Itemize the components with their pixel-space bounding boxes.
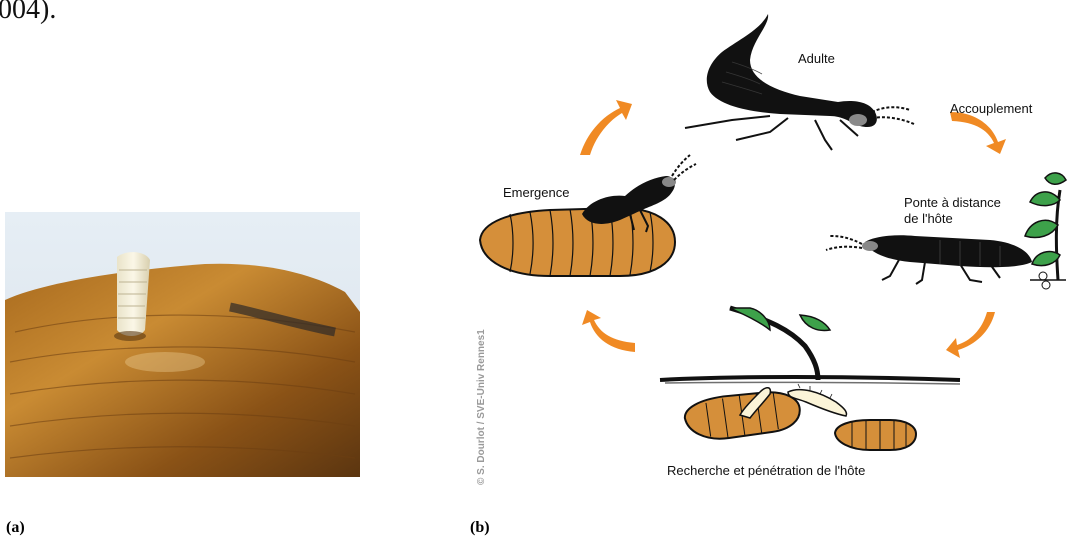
- emergence-pupa: [480, 208, 675, 276]
- life-cycle-diagram: [470, 0, 1070, 500]
- cycle-arrow-top-left: [580, 100, 632, 155]
- caption-a: (a): [6, 519, 25, 537]
- ground-and-plant: [660, 308, 960, 384]
- partial-body-text: 004).: [0, 0, 56, 26]
- cycle-arrow-top-right: [950, 112, 1006, 154]
- adult-beetle: [685, 14, 914, 150]
- cycle-arrow-bottom-left: [582, 310, 635, 352]
- photo-larva-on-pupa: [5, 212, 360, 477]
- label-mating: Accouplement: [950, 101, 1032, 116]
- caption-b: (b): [470, 519, 490, 537]
- label-adult: Adulte: [798, 51, 835, 66]
- label-laying-line2: de l'hôte: [904, 211, 953, 226]
- cycle-arrow-bottom-right: [946, 312, 995, 358]
- image-credit: © S. Dourlot / SVE-Univ Rennes1: [476, 329, 487, 485]
- host-pupa-right: [835, 420, 916, 450]
- plant-right: [1025, 173, 1066, 289]
- laying-beetle: [826, 235, 1032, 284]
- label-laying-line1: Ponte à distance: [904, 195, 1001, 210]
- label-host-search: Recherche et pénétration de l'hôte: [667, 463, 865, 478]
- label-emergence: Emergence: [503, 185, 569, 200]
